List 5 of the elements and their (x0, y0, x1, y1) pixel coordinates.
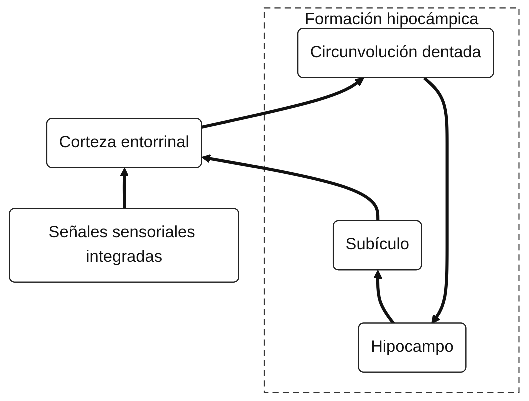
arrow (202, 78, 364, 129)
arrow (202, 154, 380, 222)
arrow (374, 270, 396, 325)
arrow (423, 77, 449, 324)
arrow (120, 168, 130, 210)
